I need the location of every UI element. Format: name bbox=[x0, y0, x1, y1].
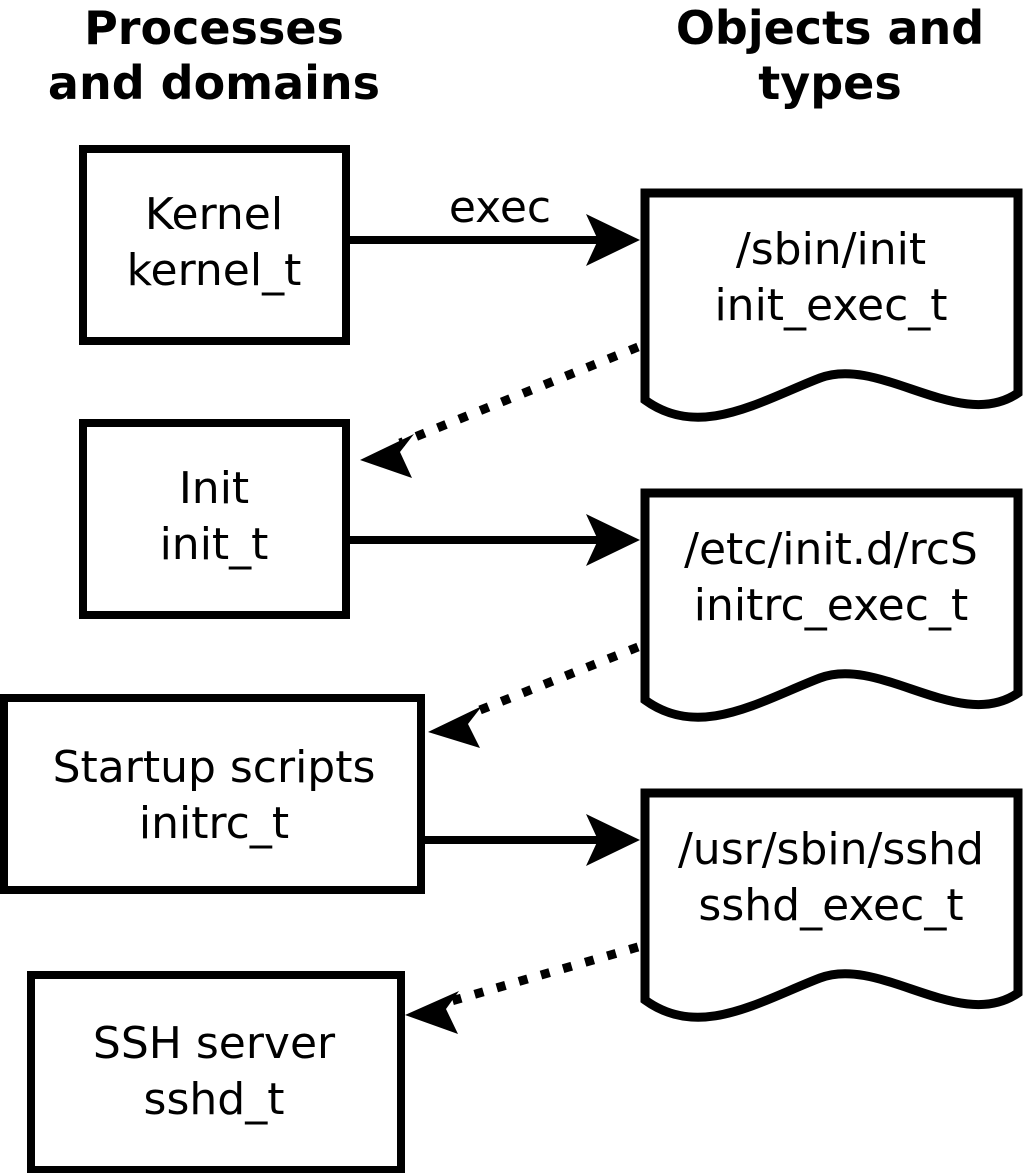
object-node-init_exec-line1: /sbin/init bbox=[736, 224, 926, 275]
column-header-processes: Processes and domains bbox=[48, 1, 380, 110]
process-node-init[interactable]: Init init_t bbox=[79, 419, 350, 619]
edge-initrc_exec-transition-initrc bbox=[428, 642, 640, 748]
process-node-sshd[interactable]: SSH server sshd_t bbox=[27, 971, 405, 1173]
object-node-init_exec-line2: init_exec_t bbox=[714, 280, 947, 331]
edge-sshd_exec-transition-sshd bbox=[405, 942, 640, 1034]
process-node-kernel[interactable]: Kernel kernel_t bbox=[79, 145, 350, 345]
edge-init-exec-initrc_exec bbox=[350, 514, 640, 566]
arrowhead-initrc-transition bbox=[428, 706, 482, 748]
edge-initrc-exec-sshd_exec bbox=[425, 814, 640, 866]
arrowhead-init-exec bbox=[586, 514, 640, 566]
arrowhead-kernel-exec bbox=[586, 214, 640, 266]
process-node-initrc-line1: Startup scripts bbox=[53, 742, 376, 793]
process-node-sshd-line1: SSH server bbox=[93, 1018, 336, 1069]
arrowhead-initrc-exec bbox=[586, 814, 640, 866]
edge-init_exec-transition-init bbox=[360, 342, 640, 478]
process-node-initrc-box[interactable] bbox=[0, 694, 425, 894]
process-node-initrc-line2: initrc_t bbox=[139, 798, 289, 849]
object-node-initrc_exec-line1: /etc/init.d/rcS bbox=[684, 524, 978, 575]
object-node-initrc_exec-line2: initrc_exec_t bbox=[694, 580, 968, 631]
object-node-init_exec[interactable]: /sbin/init init_exec_t bbox=[640, 188, 1023, 422]
object-node-sshd_exec-line1: /usr/sbin/sshd bbox=[678, 824, 984, 875]
edge-line-init-transition bbox=[398, 342, 640, 448]
arrowhead-init-transition bbox=[360, 434, 414, 478]
column-header-processes-line2: and domains bbox=[48, 56, 380, 110]
object-node-initrc_exec[interactable]: /etc/init.d/rcS initrc_exec_t bbox=[640, 488, 1023, 722]
edge-line-sshd-transition bbox=[446, 942, 640, 1007]
edge-kernel-exec-init_exec: exec bbox=[350, 182, 640, 266]
process-node-kernel-box[interactable] bbox=[79, 145, 350, 345]
process-node-sshd-line2: sshd_t bbox=[144, 1074, 285, 1125]
object-node-init_exec-shape[interactable] bbox=[640, 188, 1023, 422]
edge-line-initrc-transition bbox=[468, 642, 640, 719]
edge-label-exec: exec bbox=[449, 182, 551, 233]
process-node-initrc[interactable]: Startup scripts initrc_t bbox=[0, 694, 425, 894]
object-node-sshd_exec-shape[interactable] bbox=[640, 788, 1023, 1022]
process-node-sshd-box[interactable] bbox=[27, 971, 405, 1173]
object-node-sshd_exec[interactable]: /usr/sbin/sshd sshd_exec_t bbox=[640, 788, 1023, 1022]
column-header-objects: Objects and types bbox=[676, 1, 984, 110]
arrowhead-sshd-transition bbox=[405, 991, 459, 1034]
process-node-init-line2: init_t bbox=[160, 519, 269, 570]
column-header-objects-line2: types bbox=[758, 56, 901, 110]
process-node-init-line1: Init bbox=[179, 463, 249, 514]
object-node-sshd_exec-line2: sshd_exec_t bbox=[698, 880, 963, 931]
column-header-objects-line1: Objects and bbox=[676, 1, 984, 55]
process-node-init-box[interactable] bbox=[79, 419, 350, 619]
column-header-processes-line1: Processes bbox=[84, 1, 344, 55]
process-node-kernel-line1: Kernel bbox=[145, 189, 283, 240]
object-node-initrc_exec-shape[interactable] bbox=[640, 488, 1023, 722]
process-node-kernel-line2: kernel_t bbox=[127, 245, 302, 296]
